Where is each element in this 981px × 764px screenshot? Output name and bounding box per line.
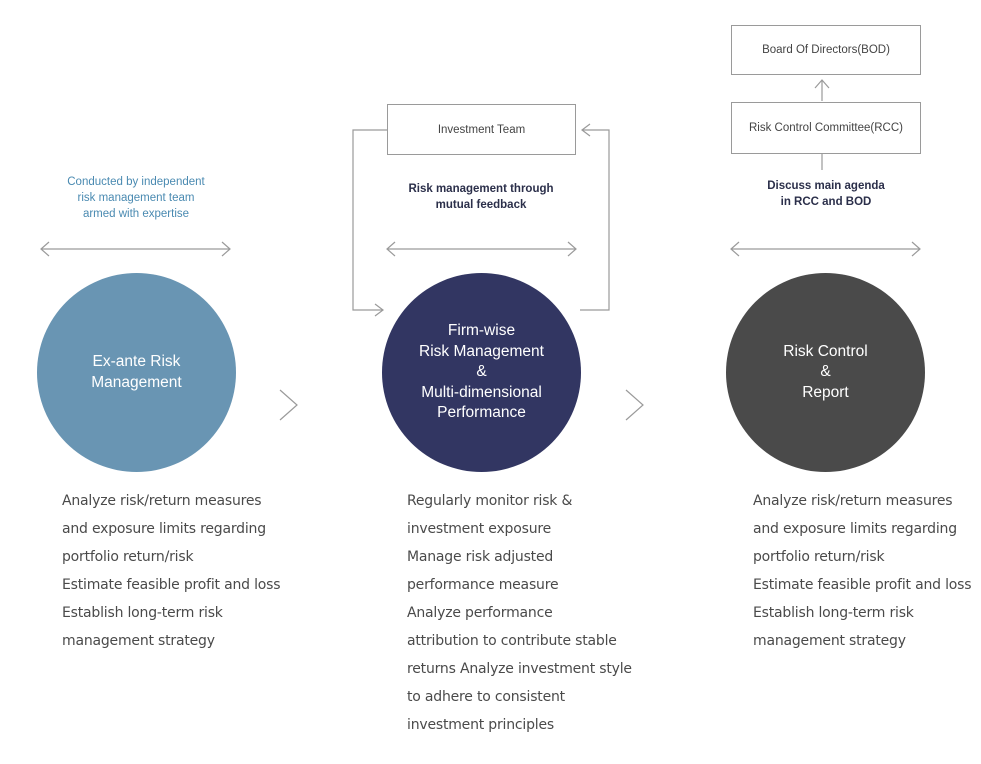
chevron-right-icon: [279, 389, 298, 421]
feedback-loop-right-connector: [580, 123, 610, 311]
investment-team-box: Investment Team: [387, 104, 576, 155]
chevron-right-icon: [625, 389, 644, 421]
feedback-loop-left-connector: [352, 129, 387, 317]
double-headed-arrow-icon: [40, 241, 231, 257]
ex-ante-circle-label: Ex-ante Risk Management: [91, 353, 182, 391]
agenda-caption: Discuss main agenda in RCC and BOD: [767, 180, 885, 208]
feedback-caption: Risk management through mutual feedback: [408, 183, 554, 211]
risk-control-circle-label: Risk Control & Report: [783, 342, 868, 401]
ex-ante-risk-management-circle: Ex-ante Risk Management: [37, 273, 236, 472]
bod-label: Board Of Directors(BOD): [762, 44, 890, 56]
ex-ante-description: Analyze risk/return measures and exposur…: [62, 493, 281, 649]
risk-control-committee-box: Risk Control Committee(RCC): [731, 102, 921, 154]
investment-team-label: Investment Team: [437, 123, 526, 136]
firm-wise-risk-management-circle: Firm-wise Risk Management & Multi-dimens…: [382, 273, 581, 472]
board-of-directors-box: Board Of Directors(BOD): [731, 25, 921, 75]
risk-control-report-circle: Risk Control & Report: [726, 273, 925, 472]
risk-control-description: Analyze risk/return measures and exposur…: [753, 493, 972, 649]
firm-wise-circle-label: Firm-wise Risk Management & Multi-dimens…: [419, 322, 544, 422]
double-headed-arrow-icon: [386, 241, 577, 257]
ex-ante-caption: Conducted by independent risk management…: [67, 176, 205, 220]
rcc-label: Risk Control Committee(RCC): [749, 122, 903, 134]
double-headed-arrow-icon: [730, 241, 921, 257]
firm-wise-description: Regularly monitor risk & investment expo…: [407, 493, 632, 733]
arrow-up-icon: [814, 79, 830, 101]
